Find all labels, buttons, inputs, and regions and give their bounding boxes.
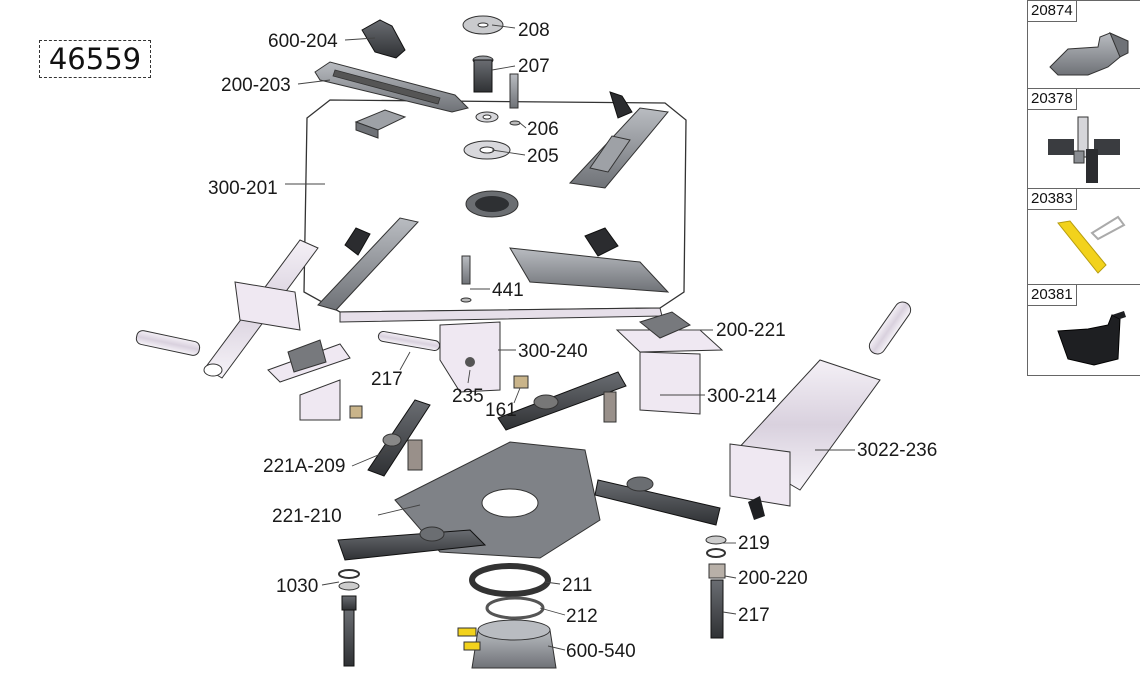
bracket-left <box>267 339 351 421</box>
callout-200-221: 200-221 <box>716 320 786 341</box>
link-upper-right <box>497 371 627 431</box>
callout-161: 161 <box>485 400 517 421</box>
washer-206 <box>475 111 521 126</box>
callout-235: 235 <box>452 386 484 407</box>
related-parts-panel: 20874 20378 20383 20381 <box>1027 0 1140 376</box>
pin-207 <box>472 55 519 109</box>
assembly-number-box: 46559 <box>39 40 151 78</box>
bolt-stack-left <box>338 569 360 667</box>
bushing-161 <box>349 375 529 419</box>
yellow-tire-lever-icon <box>1057 215 1126 274</box>
callout-200-203: 200-203 <box>221 75 291 96</box>
gasket-211 <box>469 563 551 597</box>
related-part-20383[interactable]: 20383 <box>1028 188 1140 283</box>
cylinder-3022-236 <box>729 301 912 520</box>
slide-rail-upper-right <box>568 91 669 189</box>
related-part-20378[interactable]: 20378 <box>1028 88 1140 187</box>
callout-207: 207 <box>518 56 550 77</box>
part-code: 20383 <box>1028 189 1077 210</box>
callout-205: 205 <box>527 146 559 167</box>
rotary-union-600-540 <box>457 619 557 669</box>
slide-200-203 <box>314 61 469 113</box>
block-200-221 <box>615 311 724 353</box>
callout-labels: 600-204 208 207 200-203 206 205 300-201 … <box>208 20 937 662</box>
callout-217-lower: 217 <box>738 605 770 626</box>
callout-300-201: 300-201 <box>208 178 278 199</box>
black-mount-head-icon <box>1057 311 1126 366</box>
bracket-300-214 <box>639 351 701 415</box>
bolt-stack-right <box>705 535 727 639</box>
link-221A-209 <box>367 399 431 477</box>
bracket-300-240 <box>377 321 501 393</box>
cylinder-left <box>135 239 319 379</box>
callout-1030: 1030 <box>276 576 318 597</box>
callout-300-214: 300-214 <box>707 386 777 407</box>
washer-208 <box>462 15 504 35</box>
jaw-block-upper-left <box>354 109 407 139</box>
clamp-212 <box>485 596 545 620</box>
callout-221A-209: 221A-209 <box>263 456 345 477</box>
callout-212: 212 <box>566 606 598 627</box>
callout-200-220: 200-220 <box>738 568 808 589</box>
part-code: 20381 <box>1028 285 1077 306</box>
part-code: 20874 <box>1028 1 1077 22</box>
callout-300-240: 300-240 <box>518 341 588 362</box>
base-plate-221-210 <box>337 441 721 561</box>
callout-3022-236: 3022-236 <box>857 440 937 461</box>
callout-208: 208 <box>518 20 550 41</box>
callout-219: 219 <box>738 533 770 554</box>
callout-600-540: 600-540 <box>566 641 636 662</box>
related-part-20874[interactable]: 20874 <box>1028 0 1140 87</box>
callout-217-upper: 217 <box>371 369 403 390</box>
slide-rail-left <box>317 217 419 311</box>
gripper-jaw-icon <box>1049 32 1129 76</box>
clamp-assembly-icon <box>1048 116 1120 183</box>
callout-441: 441 <box>492 280 524 301</box>
callout-206: 206 <box>527 119 559 140</box>
jaw-600-204 <box>361 19 406 59</box>
bolt-441 <box>460 255 472 303</box>
slide-rail-lower-right <box>509 227 670 293</box>
part-code: 20378 <box>1028 89 1077 110</box>
callout-211: 211 <box>562 575 592 596</box>
leader-lines <box>285 24 855 651</box>
related-part-20381[interactable]: 20381 <box>1028 284 1140 375</box>
callout-221-210: 221-210 <box>272 506 342 527</box>
callout-600-204: 600-204 <box>268 31 338 52</box>
